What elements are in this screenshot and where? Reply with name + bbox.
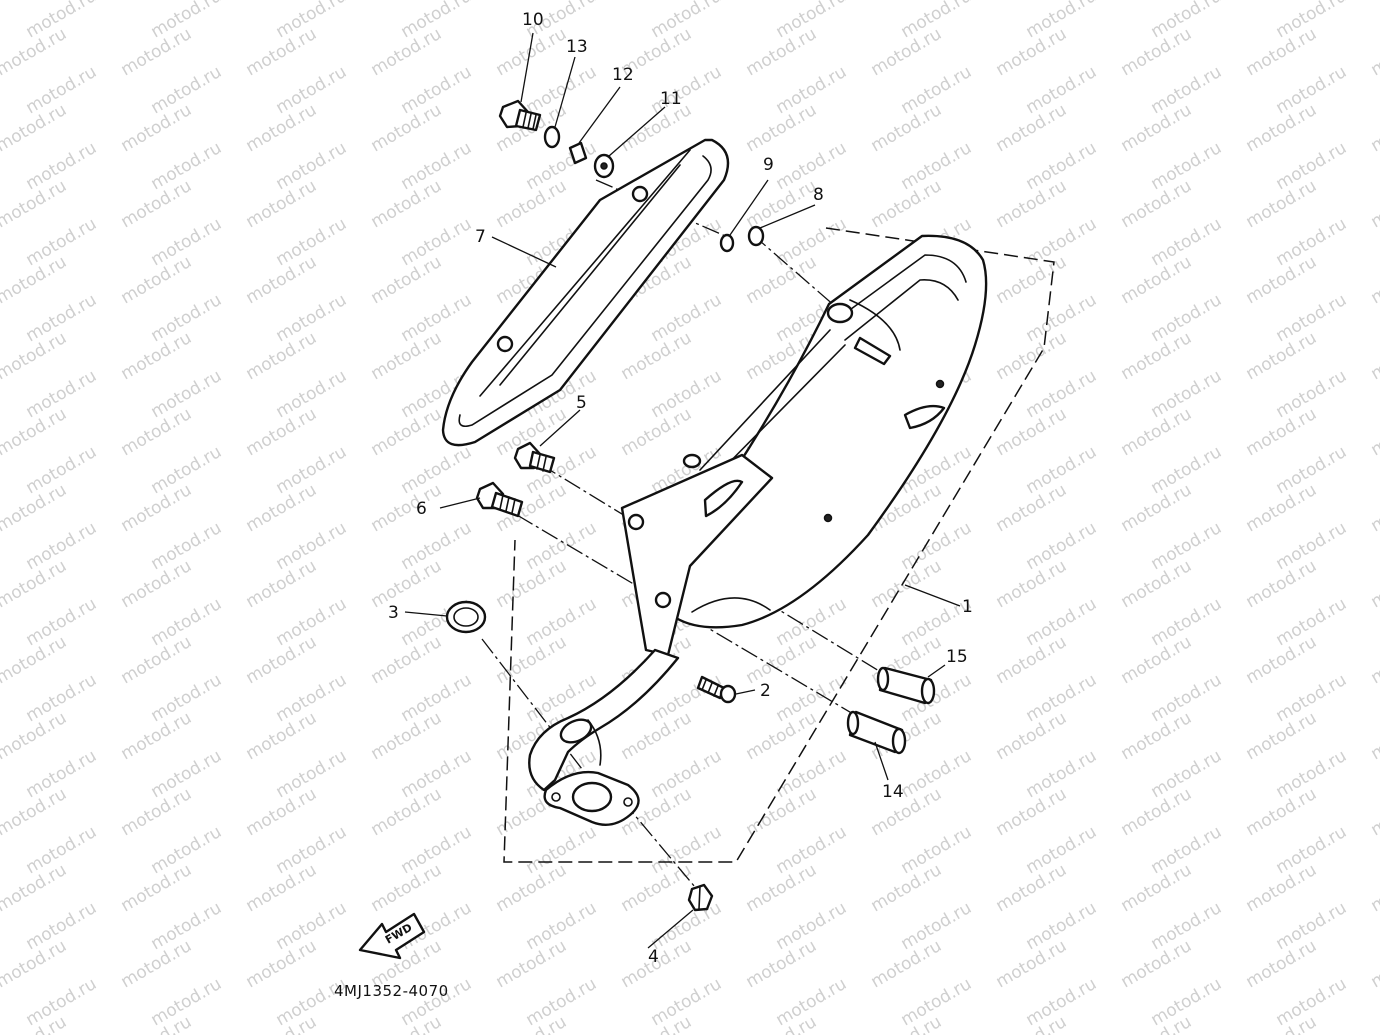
watermark-text: motod.ru	[1368, 480, 1380, 536]
callout-7: 7	[475, 227, 486, 247]
assembly-boundary	[503, 227, 1055, 863]
watermark-text: motod.ru	[1368, 328, 1380, 384]
watermark-text: motod.ru	[1368, 860, 1380, 916]
watermark-text: motod.ru	[1368, 404, 1380, 460]
collar-12	[568, 141, 588, 165]
collar-14	[846, 710, 907, 755]
hardware-parts	[445, 99, 936, 912]
bolt-10	[498, 99, 542, 132]
bolt-6	[475, 481, 524, 518]
washer-8	[747, 225, 765, 247]
callout-leaders	[404, 32, 961, 949]
watermark-text: motod.ru	[1368, 708, 1380, 764]
watermark-text: motod.ru	[1368, 632, 1380, 688]
watermark-text: motod.ru	[1368, 556, 1380, 612]
callout-8: 8	[813, 185, 824, 205]
callout-5: 5	[576, 393, 587, 413]
callout-9: 9	[763, 155, 774, 175]
callout-14: 14	[882, 782, 904, 802]
part-code: 4MJ1352-4070	[334, 982, 449, 1000]
bolt-5	[513, 441, 556, 474]
fwd-arrow: FWD	[358, 912, 426, 960]
screw-2	[696, 675, 737, 704]
callout-2: 2	[760, 681, 771, 701]
watermark-text: motod.ru	[1368, 100, 1380, 156]
watermark-text: motod.ru	[1368, 0, 1380, 4]
callout-10: 10	[522, 10, 544, 30]
watermark-text: motod.ru	[1368, 784, 1380, 840]
watermark-text: motod.ru	[1368, 24, 1380, 80]
washer-13	[543, 125, 561, 149]
gasket-3	[445, 600, 487, 634]
muffler-assembly	[528, 234, 988, 826]
watermark-text: motod.ru	[1368, 936, 1380, 992]
callout-11: 11	[660, 89, 682, 109]
callout-15: 15	[946, 647, 968, 667]
callout-6: 6	[416, 499, 427, 519]
watermark-text: motod.ru	[1368, 1012, 1380, 1035]
callout-labels: 10 13 12 11 9 8 7 5 6 3 2 4 15 14 1	[388, 10, 973, 967]
callout-1: 1	[962, 597, 973, 617]
watermark-text: motod.ru	[1368, 252, 1380, 308]
heat-protector	[441, 138, 730, 447]
callout-4: 4	[648, 947, 659, 967]
callout-3: 3	[388, 603, 399, 623]
callout-13: 13	[566, 37, 588, 57]
nut-4	[687, 883, 714, 912]
callout-12: 12	[612, 65, 634, 85]
collar-15	[876, 666, 936, 705]
washer-9	[719, 233, 735, 253]
watermark-text: motod.ru	[1368, 176, 1380, 232]
